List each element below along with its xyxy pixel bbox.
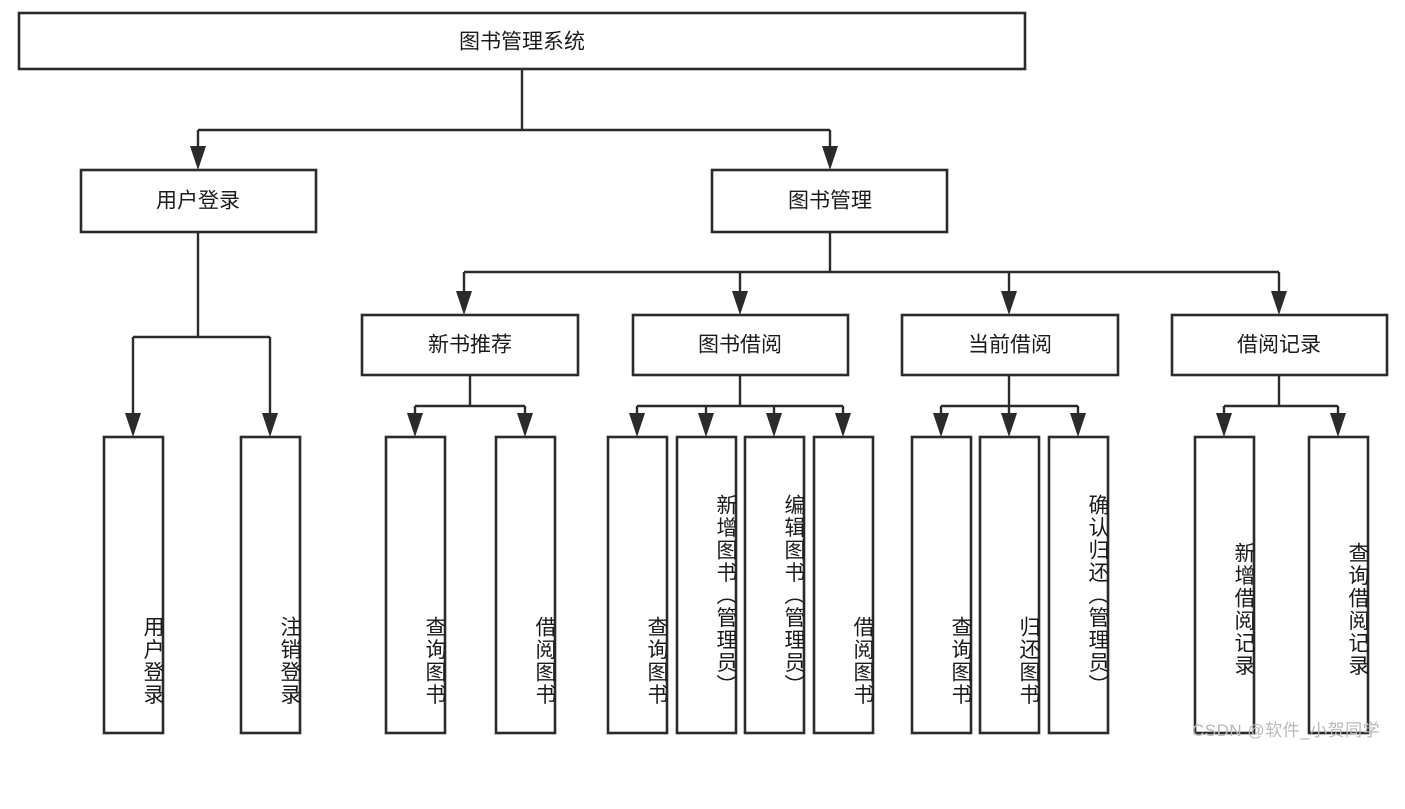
arrow-head-borrow-record [1271, 291, 1287, 315]
arrow-head-book-borrow [732, 291, 748, 315]
node-borrow-record-label: 借阅记录 [1237, 334, 1321, 357]
node-leaf-confirm-return-box[interactable] [1047, 435, 1110, 735]
node-leaf-user-login-box[interactable] [102, 435, 165, 735]
connector-group [125, 69, 1346, 437]
node-new-book-recommend-box[interactable] [360, 313, 580, 377]
node-leaf-borrow-book-2-box[interactable] [812, 435, 875, 735]
arrow-head-leaf-query-book-3 [933, 413, 949, 437]
node-root-label: 图书管理系统 [459, 31, 585, 54]
node-current-borrow-box[interactable] [900, 313, 1120, 377]
arrow-head-leaf-borrow-book-2 [835, 413, 851, 437]
arrow-head-book-manage [822, 146, 838, 170]
arrow-head-leaf-logout [262, 413, 278, 437]
node-borrow-record-box[interactable] [1170, 313, 1389, 377]
arrow-head-leaf-add-record [1216, 413, 1232, 437]
arrow-head-leaf-query-record [1330, 413, 1346, 437]
node-user-login-box[interactable] [79, 168, 318, 234]
node-book-borrow-box[interactable] [631, 313, 850, 377]
arrow-head-new-book-recommend [456, 291, 472, 315]
csdn-watermark: CSDN @软件_小贺同学 [1192, 721, 1381, 740]
node-leaf-logout-box[interactable] [239, 435, 302, 735]
node-leaf-edit-book-box[interactable] [743, 435, 806, 735]
node-book-manage-box[interactable] [710, 168, 949, 234]
node-leaf-borrow-book-1-box[interactable] [494, 435, 557, 735]
arrow-head-leaf-query-book-1 [407, 413, 423, 437]
node-group: 图书管理系统 用户登录 图书管理 新书推荐 图书借阅 当前借阅 借阅记录 [17, 11, 1389, 735]
arrow-head-leaf-query-book-2 [629, 413, 645, 437]
node-leaf-query-record-box[interactable] [1307, 435, 1370, 735]
node-user-login-label: 用户登录 [156, 190, 240, 213]
node-current-borrow-label: 当前借阅 [968, 334, 1052, 357]
node-leaf-add-record-box[interactable] [1193, 435, 1256, 735]
node-leaf-query-book-1-box[interactable] [384, 435, 447, 735]
node-book-borrow-label: 图书借阅 [698, 334, 782, 357]
node-leaf-query-book-2-box[interactable] [606, 435, 669, 735]
arrow-head-current-borrow [1001, 291, 1017, 315]
node-leaf-add-book-box[interactable] [675, 435, 738, 735]
arrow-head-leaf-borrow-book-1 [517, 413, 533, 437]
node-root-box[interactable] [17, 11, 1027, 71]
arrow-head-leaf-return-book [1001, 413, 1017, 437]
node-leaf-return-book-box[interactable] [978, 435, 1041, 735]
arrow-head-user-login [190, 146, 206, 170]
node-leaf-query-book-3-box[interactable] [910, 435, 973, 735]
node-book-manage-label: 图书管理 [788, 190, 872, 213]
diagram-canvas: 图书管理系统 用户登录 图书管理 新书推荐 图书借阅 当前借阅 借阅记录 [17, 11, 1389, 735]
functional-structure-diagram: 图书管理系统 用户登录 图书管理 新书推荐 图书借阅 当前借阅 借阅记录 [17, 11, 1389, 740]
arrow-head-leaf-edit-book [766, 413, 782, 437]
arrow-head-leaf-user-login [125, 413, 141, 437]
arrow-head-leaf-add-book [698, 413, 714, 437]
arrow-head-leaf-confirm-return [1070, 413, 1086, 437]
node-new-book-recommend-label: 新书推荐 [428, 334, 512, 357]
